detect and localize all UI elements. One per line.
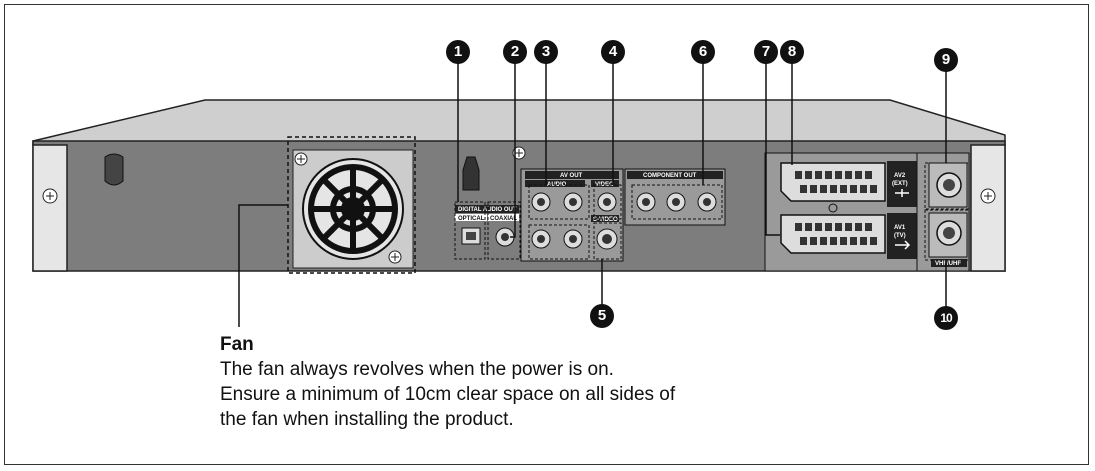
left-bracket-screw	[42, 188, 58, 204]
fan-leader-line	[238, 204, 288, 327]
right-bracket-screw	[980, 188, 996, 204]
fan-text-line: The fan always revolves when the power i…	[220, 359, 614, 380]
label-s-video: S-VIDEO	[593, 217, 618, 223]
device-top-surface	[32, 99, 1006, 146]
label-av2: AV2	[894, 173, 906, 179]
fan-description: Fan The fan always revolves when the pow…	[220, 333, 675, 432]
device-rear-panel-diagram: DIGITAL AUDIO OUT OPTICAL COAXIAL AV OUT…	[32, 60, 1006, 327]
figure-frame: DIGITAL AUDIO OUT OPTICAL COAXIAL AV OUT…	[4, 4, 1089, 465]
fan-text-line: the fan when installing the product.	[220, 409, 514, 430]
digital-audio-connectors: DIGITAL AUDIO OUT OPTICAL COAXIAL	[455, 156, 519, 247]
callout-7: 7	[754, 40, 778, 64]
fan-screw-bottom-right	[388, 250, 402, 264]
callout-2: 2	[503, 40, 527, 64]
callout-5: 5	[590, 304, 614, 328]
component-out-connectors: COMPONENT OUT	[624, 168, 726, 226]
panel-screw	[512, 146, 526, 160]
label-coaxial: COAXIAL	[490, 216, 517, 222]
fan-text-line: Ensure a minimum of 10cm clear space on …	[220, 384, 676, 405]
label-av1: AV1	[894, 225, 906, 231]
callout-8: 8	[780, 40, 804, 64]
label-component-out: COMPONENT OUT	[643, 173, 697, 179]
left-bracket	[32, 144, 68, 272]
callout-leader-lines	[457, 60, 947, 308]
scart-sockets: AV2 (EXT) AV1 (TV)	[764, 152, 918, 272]
label-ext: (EXT)	[892, 181, 908, 187]
rf-antenna-connectors: VHF/UHF	[916, 152, 970, 272]
fan-title: Fan	[220, 334, 254, 355]
callout-6: 6	[691, 40, 715, 64]
callout-3: 3	[534, 40, 558, 64]
callout-1: 1	[446, 40, 470, 64]
label-tv: (TV)	[894, 233, 906, 239]
fan-text-block: The fan always revolves when the power i…	[220, 357, 675, 432]
right-bracket	[970, 144, 1006, 272]
label-optical: OPTICAL	[458, 216, 485, 222]
callout-10: 10	[934, 306, 958, 330]
label-vhf-uhf: VHF/UHF	[935, 261, 961, 267]
fan-screw-top-left	[294, 152, 308, 166]
callout-9: 9	[934, 48, 958, 72]
label-av-out: AV OUT	[560, 173, 583, 179]
power-cord-plug	[104, 153, 124, 186]
callout-4: 4	[601, 40, 625, 64]
label-digital-audio-out: DIGITAL AUDIO OUT	[458, 207, 517, 213]
av-out-connectors: AV OUT AUDIO VIDEO S-VIDEO	[520, 168, 624, 262]
